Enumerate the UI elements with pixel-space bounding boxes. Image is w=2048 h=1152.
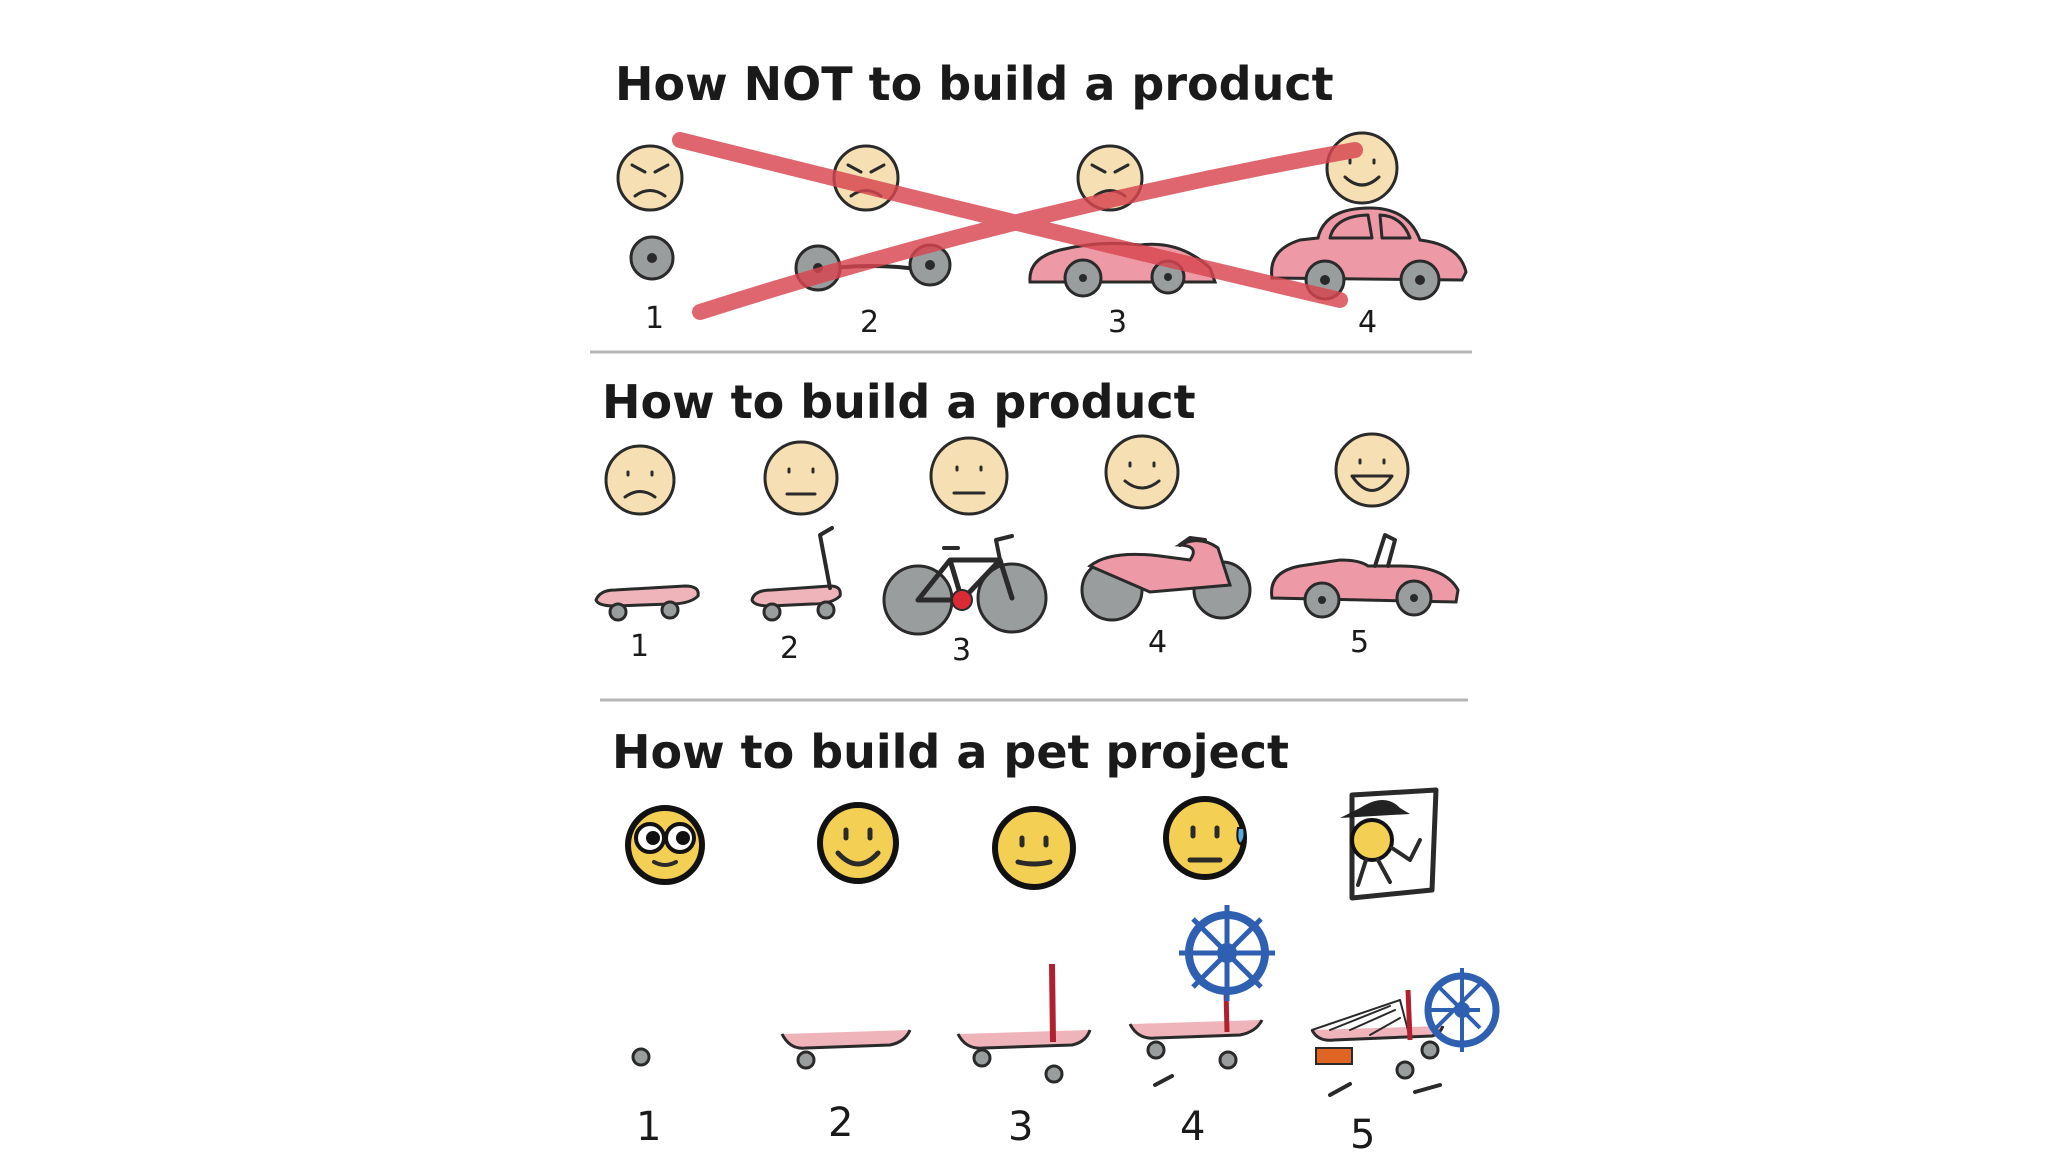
- face-happy-pet: [817, 802, 899, 884]
- step-number: 2: [780, 631, 799, 666]
- section-not-to-build: How NOT to build a product: [615, 57, 1468, 340]
- step-number: 1: [645, 301, 664, 336]
- ship-wheel-icon: [1424, 968, 1500, 1052]
- step-number: 3: [952, 633, 971, 668]
- step-number: 3: [1108, 305, 1127, 340]
- cross-out-mark: [672, 132, 1363, 320]
- face-angry-1: [616, 144, 684, 212]
- face-happy-4: [1325, 131, 1399, 205]
- figure-leaving-door: [1340, 787, 1439, 901]
- step-number: 3: [1008, 1104, 1033, 1150]
- face-grin: [1334, 432, 1410, 508]
- item-scooter: [750, 526, 842, 622]
- item-wheel: [629, 235, 675, 281]
- section-build-product: How to build a product: [594, 375, 1460, 668]
- item-car-complete: [1270, 206, 1468, 301]
- item-bicycle: [882, 534, 1048, 636]
- step-number: 5: [1350, 1112, 1375, 1152]
- step-number: 4: [1358, 305, 1377, 340]
- section-title-not: How NOT to build a product: [615, 57, 1334, 111]
- section-title-product: How to build a product: [602, 375, 1196, 429]
- step-number: 4: [1180, 1104, 1205, 1150]
- face-sad: [604, 444, 676, 516]
- step-number: 5: [1350, 625, 1369, 660]
- item-wreckage: [1310, 968, 1500, 1097]
- face-neutral-2: [929, 436, 1009, 516]
- face-excited: [625, 805, 705, 885]
- face-neutral-1: [763, 440, 839, 516]
- item-plank-with-mast: [956, 963, 1092, 1084]
- item-motorcycle: [1080, 536, 1252, 622]
- ship-wheel-icon: [1179, 905, 1275, 1001]
- step-number: 4: [1148, 625, 1167, 660]
- step-number: 1: [630, 629, 649, 664]
- item-plank-ship-wheel: [1128, 905, 1275, 1087]
- item-tiny-wheel: [631, 1047, 651, 1067]
- section-pet-project: How to build a pet project: [612, 725, 1500, 1152]
- item-plank: [780, 1029, 912, 1070]
- section-title-pet: How to build a pet project: [612, 725, 1289, 779]
- step-number: 1: [636, 1104, 661, 1150]
- item-skateboard: [594, 584, 700, 622]
- face-content-pet: [992, 806, 1076, 890]
- face-smile: [1104, 434, 1180, 510]
- step-number: 2: [860, 305, 879, 340]
- item-convertible: [1270, 533, 1460, 619]
- face-worried-pet: [1163, 796, 1247, 880]
- step-number: 2: [828, 1100, 853, 1146]
